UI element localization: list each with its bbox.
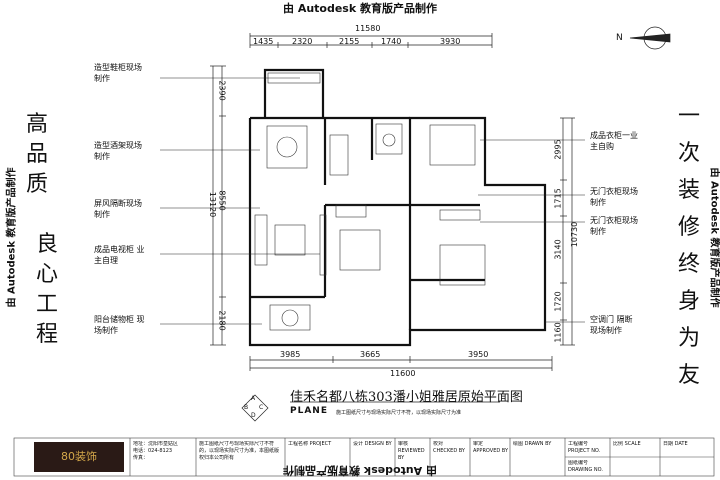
dim-right-1: 2995	[553, 139, 563, 160]
bedroom-2-bed	[339, 229, 381, 271]
bedroom-3-bed	[439, 244, 486, 286]
slogan-char: 质	[25, 172, 48, 197]
dim-bottom-3: 3950	[468, 350, 489, 359]
slogan-char: 程	[35, 322, 58, 347]
tv-cabinet	[319, 214, 327, 276]
slogan-char: 一	[677, 104, 700, 129]
plane-label: PLANE	[290, 406, 328, 416]
compass-letter-d: D	[251, 412, 256, 419]
dim-top-2: 2320	[292, 37, 313, 46]
slogan-char: 高	[25, 112, 48, 137]
title-block-frame	[13, 437, 715, 477]
callout-left-3: 屏风隔断现场 制作	[94, 199, 142, 219]
slogan-char: 装	[677, 178, 700, 203]
slogan-left-col1: 高 品 质	[22, 110, 52, 200]
dim-right-2: 1715	[553, 188, 563, 209]
dim-left-3: 2180	[217, 310, 227, 331]
tb-project-no: 工程编号 PROJECT NO.	[568, 441, 601, 454]
dining-table	[266, 125, 308, 169]
sofa	[254, 214, 268, 266]
tb-date: 日期 DATE	[663, 441, 688, 447]
slogan-char: 次	[677, 141, 700, 166]
tb-checked: 校对 CHECKED BY	[433, 441, 465, 454]
tb-drawing-no: 图纸编号 DRAWING NO.	[568, 460, 603, 473]
plane-note: 施工图纸尺寸与现场实际尺寸不符，以现场实际尺寸为准	[336, 410, 462, 416]
slogan-char: 友	[677, 363, 700, 388]
tb-disclaimer: 施工图纸尺寸与现场实际尺寸不符的，以现场实际尺寸为准，本图纸版权归本公司所有	[199, 441, 280, 461]
tb-scale: 比例 SCALE	[613, 441, 641, 447]
callout-left-2: 造型酒架现场 制作	[94, 141, 142, 161]
watermark-top: 由 Autodesk 教育版产品制作	[282, 2, 437, 15]
north-label: N	[616, 33, 623, 43]
dim-bottom-1: 3985	[280, 350, 301, 359]
kitchen-counter	[329, 134, 349, 176]
north-arrow	[629, 26, 671, 50]
dim-right-3: 3140	[553, 239, 563, 260]
dim-left-1: 2390	[217, 80, 227, 101]
callout-right-2: 无门衣柜现场 制作	[590, 187, 638, 207]
callout-right-4: 空调门 隔断 现场制作	[590, 315, 633, 335]
company-logo: 80装饰	[34, 442, 124, 472]
dim-left-total: 13120	[208, 191, 218, 218]
callout-right-1: 成品衣柜一业 主自购	[590, 131, 638, 151]
callout-left-1: 造型鞋柜现场 制作	[94, 63, 142, 83]
tb-project: 工程名称 PROJECT	[288, 441, 332, 447]
tb-reviewed: 审核 REVIEWED BY	[398, 441, 425, 461]
tb-drawn: 绘图 DRAWN BY	[513, 441, 552, 447]
drawing-title: 佳禾名都八栋303潘小姐雅居原始平面图	[290, 390, 523, 405]
dim-right-5: 1160	[553, 322, 563, 343]
dim-bottom-2: 3665	[360, 350, 381, 359]
balcony-table	[269, 304, 311, 331]
slogan-char: 工	[35, 292, 58, 317]
tb-design: 设计 DESIGN BY	[353, 441, 392, 447]
callout-left-4: 成品电视柜 业 主自理	[94, 245, 145, 265]
slogan-char: 为	[677, 326, 700, 351]
balcony-top-wall	[263, 68, 325, 118]
dim-top-1: 1435	[253, 37, 274, 46]
slogan-char: 终	[677, 252, 700, 277]
compass-rose	[241, 394, 269, 422]
tb-approved: 审定 APPROVED BY	[473, 441, 508, 454]
dim-top-total: 11580	[355, 24, 381, 33]
master-bed	[429, 124, 476, 166]
slogan-char: 身	[677, 289, 700, 314]
compass-letter-a: A	[251, 395, 256, 402]
slogan-char: 良	[35, 232, 58, 257]
slogan-char: 品	[25, 142, 48, 167]
wardrobe-1	[335, 204, 367, 218]
slogan-char: 心	[35, 262, 58, 287]
slogan-right: 一 次 装 修 终 身 为 友	[674, 98, 704, 394]
tb-address: 地址：沈阳市皇姑区 电话：024-8123 传真：	[133, 441, 179, 461]
wardrobe-2	[439, 209, 481, 221]
dim-right-4: 1720	[553, 291, 563, 312]
slogan-left-col2: 良 心 工 程	[32, 230, 62, 350]
dim-top-5: 3930	[440, 37, 461, 46]
outer-wall	[248, 116, 547, 347]
dim-top-4: 1740	[381, 37, 402, 46]
dim-right-total: 10730	[570, 221, 580, 248]
dim-bottom-total: 11600	[390, 369, 416, 378]
slogan-char: 修	[677, 215, 700, 240]
coffee-table	[274, 224, 306, 256]
callout-left-5: 阳台储物柜 现 场制作	[94, 315, 145, 335]
dim-top-3: 2155	[339, 37, 360, 46]
bathroom-fixtures	[375, 123, 403, 155]
callout-right-3: 无门衣柜现场 制作	[590, 216, 638, 236]
compass-letter-c: C	[259, 404, 264, 411]
dim-left-2: 8550	[217, 190, 227, 211]
compass-letter-b: B	[244, 404, 249, 411]
